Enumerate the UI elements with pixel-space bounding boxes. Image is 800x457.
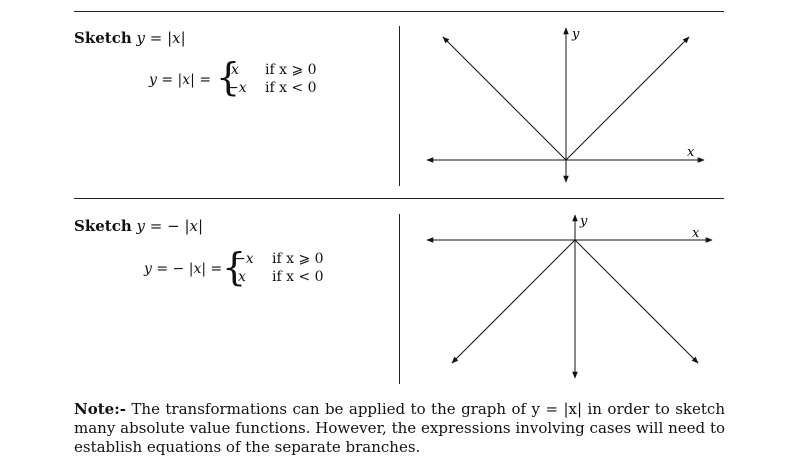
divider-1 (399, 26, 400, 186)
section2-case1-cond: if x ⩾ 0 (272, 251, 324, 267)
section1-lhs: y = |x| = (149, 72, 212, 88)
section1-brace: { (216, 55, 241, 99)
note-label: Note:- (74, 400, 126, 418)
section1-heading-word: Sketch (74, 29, 132, 47)
top-rule (74, 11, 724, 12)
section2-case2-expr: x (238, 269, 246, 285)
note-text: The transformations can be applied to th… (74, 400, 725, 456)
section1-y-label: y (571, 27, 580, 42)
section2-lhs: y = − |x| = (144, 261, 223, 277)
section2-right-branch (574, 239, 699, 364)
section2-brace: { (222, 245, 247, 289)
section1-right-branch (565, 36, 690, 161)
section2-x-label: x (692, 226, 700, 241)
section1-x-label: x (687, 145, 695, 160)
section2-case1-expr: −x (234, 251, 254, 267)
section1-heading-expr: y = |x| (136, 29, 186, 47)
divider-2 (399, 214, 400, 384)
section2-case2-cond: if x < 0 (272, 269, 324, 285)
middle-rule (74, 198, 724, 199)
section2-heading: Sketch y = − |x| (74, 217, 203, 235)
section1-left-branch (442, 36, 567, 161)
note-paragraph: Note:- The transformations can be applie… (74, 400, 725, 457)
section2-y-label: y (579, 214, 588, 229)
section1-case1-cond: if x ⩾ 0 (265, 62, 317, 78)
section2-heading-expr: y = − |x| (136, 217, 204, 235)
section1-case2-expr: −x (227, 80, 247, 96)
section1-heading: Sketch y = |x| (74, 29, 186, 47)
section1-case1-expr: x (231, 62, 239, 78)
section1-case2-cond: if x < 0 (265, 80, 317, 96)
section2-heading-word: Sketch (74, 217, 132, 235)
section2-left-branch (451, 239, 576, 364)
